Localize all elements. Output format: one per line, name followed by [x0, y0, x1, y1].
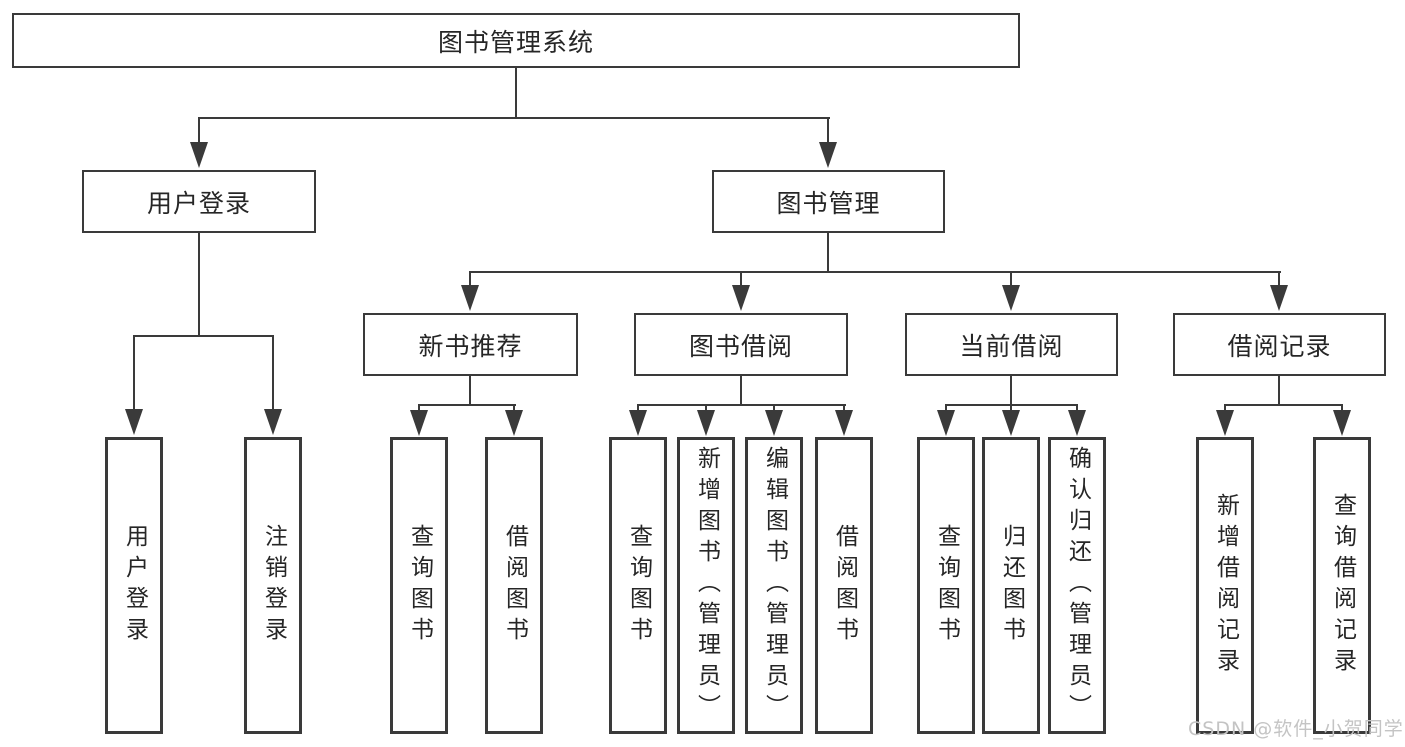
- node-br-add-record: 新增借阅记录: [1196, 437, 1254, 734]
- node-library-management-system: 图书管理系统: [12, 13, 1020, 68]
- node-bb-edit-books-admin: 编辑图书（管理员）: [745, 437, 803, 734]
- connector-current-borrowing-drop-line: [1010, 376, 1012, 406]
- arrow-down-logout-leaf: [264, 409, 282, 435]
- connector-stub-cb-confirm: [1076, 404, 1078, 413]
- arrow-down-book-management: [819, 142, 837, 168]
- connector-stub-br-add: [1224, 404, 1226, 413]
- arrow-down-cb-return: [1002, 410, 1020, 436]
- connector-stub-nbr-borrow: [513, 404, 515, 413]
- node-bb-borrow-books: 借阅图书: [815, 437, 873, 734]
- connector-root-split-line: [198, 117, 830, 119]
- node-nbr-query-books: 查询图书: [390, 437, 448, 734]
- arrow-down-new-book-recommendation: [461, 285, 479, 311]
- connector-root-drop-line: [515, 68, 517, 119]
- arrow-down-cb-confirm: [1068, 410, 1086, 436]
- connector-stub-bb-edit: [773, 404, 775, 413]
- node-book-management: 图书管理: [712, 170, 945, 233]
- arrow-down-borrowing-records: [1270, 285, 1288, 311]
- node-new-book-recommendation: 新书推荐: [363, 313, 578, 376]
- arrow-down-current-borrowing: [1002, 285, 1020, 311]
- connector-stub-book-borrowing: [740, 271, 742, 288]
- connector-user-login-drop-line: [198, 233, 200, 337]
- arrow-down-bb-add: [697, 410, 715, 436]
- arrow-down-user-login: [190, 142, 208, 168]
- connector-new-book-rec-drop-line: [469, 376, 471, 406]
- node-logout-leaf: 注销登录: [244, 437, 302, 734]
- node-bb-query-books: 查询图书: [609, 437, 667, 734]
- node-cb-return-books: 归还图书: [982, 437, 1040, 734]
- node-bb-add-books-admin: 新增图书（管理员）: [677, 437, 735, 734]
- node-current-borrowing: 当前借阅: [905, 313, 1118, 376]
- connector-book-management-drop-line: [827, 233, 829, 273]
- csdn-watermark: CSDN @软件_小贺同学: [1188, 718, 1404, 740]
- connector-stub-nbr-query: [418, 404, 420, 413]
- connector-stub-current-borrowing: [1010, 271, 1012, 288]
- arrow-down-bb-borrow: [835, 410, 853, 436]
- connector-stub-user-login: [198, 117, 200, 145]
- node-book-borrowing: 图书借阅: [634, 313, 848, 376]
- connector-user-login-split-line: [133, 335, 274, 337]
- connector-stub-cb-query: [945, 404, 947, 413]
- connector-book-management-split-line: [469, 271, 1281, 273]
- arrow-down-bb-query: [629, 410, 647, 436]
- connector-borrowing-records-split-line: [1224, 404, 1343, 406]
- node-cb-query-books: 查询图书: [917, 437, 975, 734]
- connector-stub-new-book-recommendation: [469, 271, 471, 288]
- connector-book-borrowing-split-line: [637, 404, 846, 406]
- arrow-down-br-query: [1333, 410, 1351, 436]
- connector-stub-book-management: [827, 117, 829, 145]
- node-user-login: 用户登录: [82, 170, 316, 233]
- connector-book-borrowing-drop-line: [740, 376, 742, 406]
- node-borrowing-records: 借阅记录: [1173, 313, 1386, 376]
- arrow-down-cb-query: [937, 410, 955, 436]
- arrow-down-book-borrowing: [732, 285, 750, 311]
- node-br-query-record: 查询借阅记录: [1313, 437, 1371, 734]
- connector-stub-bb-add: [705, 404, 707, 413]
- connector-stub-cb-return: [1010, 404, 1012, 413]
- arrow-down-login-leaf: [125, 409, 143, 435]
- connector-stub-logout-leaf: [272, 335, 274, 411]
- node-cb-confirm-return-admin: 确认归还（管理员）: [1048, 437, 1106, 734]
- connector-stub-bb-query: [637, 404, 639, 413]
- connector-borrowing-records-drop-line: [1278, 376, 1280, 406]
- arrow-down-nbr-borrow: [505, 410, 523, 436]
- connector-stub-bb-borrow: [843, 404, 845, 413]
- arrow-down-bb-edit: [765, 410, 783, 436]
- arrow-down-nbr-query: [410, 410, 428, 436]
- connector-stub-login-leaf: [133, 335, 135, 411]
- node-user-login-leaf: 用户登录: [105, 437, 163, 734]
- connector-stub-borrowing-records: [1278, 271, 1280, 288]
- arrow-down-br-add: [1216, 410, 1234, 436]
- connector-stub-br-query: [1341, 404, 1343, 413]
- node-nbr-borrow-books: 借阅图书: [485, 437, 543, 734]
- connector-new-book-rec-split-line: [418, 404, 516, 406]
